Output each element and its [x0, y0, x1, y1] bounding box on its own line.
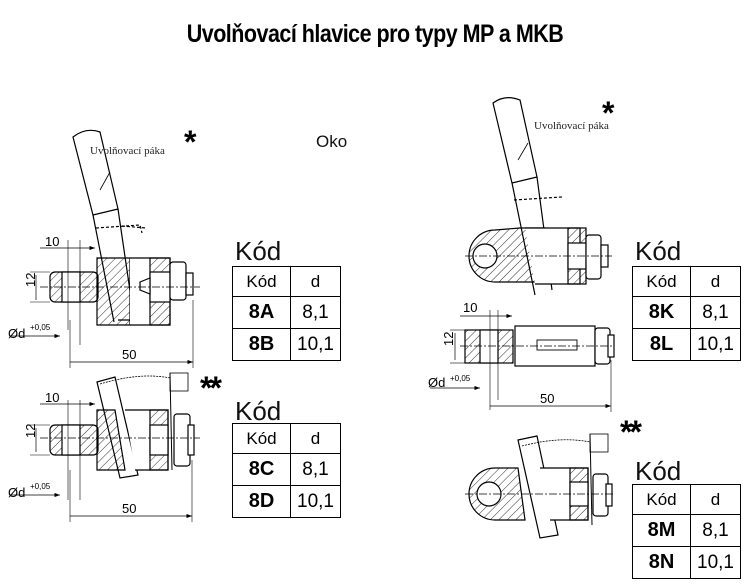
marker-double-c: ** [200, 370, 222, 406]
cell-d: 10,1 [690, 546, 741, 579]
cell-code: 8D [232, 485, 291, 518]
col-header-d: d [290, 266, 341, 297]
cell-code: 8M [632, 514, 691, 547]
drawing-8a-8b [10, 129, 200, 368]
cell-d: 8,1 [290, 453, 341, 486]
dim-50-k: 50 [540, 391, 554, 406]
col-header-code: Kód [632, 266, 691, 297]
table-heading-cd: Kód [235, 396, 282, 426]
dim-diameter-c: Ød [8, 485, 25, 500]
dim-10-k: 10 [463, 300, 477, 315]
col-header-d: d [690, 266, 741, 297]
cell-d: 10,1 [690, 328, 741, 361]
label-oko: Oko [316, 132, 348, 151]
dim-diameter-a: Ød [8, 326, 25, 341]
cell-code: 8A [232, 296, 291, 329]
cell-d: 8,1 [290, 296, 341, 329]
marker-double-m: ** [620, 414, 642, 450]
lever-caption-a: Uvolňovací páka [90, 145, 165, 157]
cell-code: 8K [632, 296, 691, 329]
cell-d: 10,1 [290, 328, 341, 361]
cell-code: 8L [632, 328, 691, 361]
dim-12-k: 12 [441, 332, 456, 346]
dim-diameter-k: Ød [428, 375, 445, 390]
col-header-d: d [290, 423, 341, 454]
cell-d: 8,1 [690, 296, 741, 329]
cell-d: 10,1 [290, 485, 341, 518]
col-header-code: Kód [232, 423, 291, 454]
table-heading-mn: Kód [635, 456, 682, 486]
marker-single-a: * [184, 124, 197, 160]
col-header-d: d [690, 484, 741, 515]
page-title: Uvolňovací hlavice pro typy MP a MKB [186, 20, 564, 48]
table-heading-ab: Kód [235, 236, 282, 266]
cell-code: 8B [232, 328, 291, 361]
dim-tolerance-c: +0,05 [30, 482, 51, 491]
col-header-code: Kód [632, 484, 691, 515]
drawing-8c-8d [10, 372, 200, 522]
col-header-code: Kód [232, 266, 291, 297]
dim-12-c: 12 [23, 424, 38, 438]
lever-caption-k: Uvolňovací páka [534, 120, 609, 132]
dim-tolerance-a: +0,05 [30, 323, 51, 332]
dim-10-c: 10 [45, 390, 59, 405]
dim-50-a: 50 [122, 347, 136, 362]
dim-50-c: 50 [122, 501, 136, 516]
cell-d: 8,1 [690, 514, 741, 547]
dim-10-a: 10 [45, 234, 59, 249]
table-heading-kl: Kód [635, 236, 682, 266]
cell-code: 8C [232, 453, 291, 486]
marker-single-k: * [602, 95, 615, 131]
cell-code: 8N [632, 546, 691, 579]
dim-tolerance-k: +0,05 [450, 374, 471, 383]
drawing-8k-8l [430, 97, 615, 412]
dim-12-a: 12 [23, 273, 38, 287]
drawing-8m-8n [465, 433, 615, 539]
